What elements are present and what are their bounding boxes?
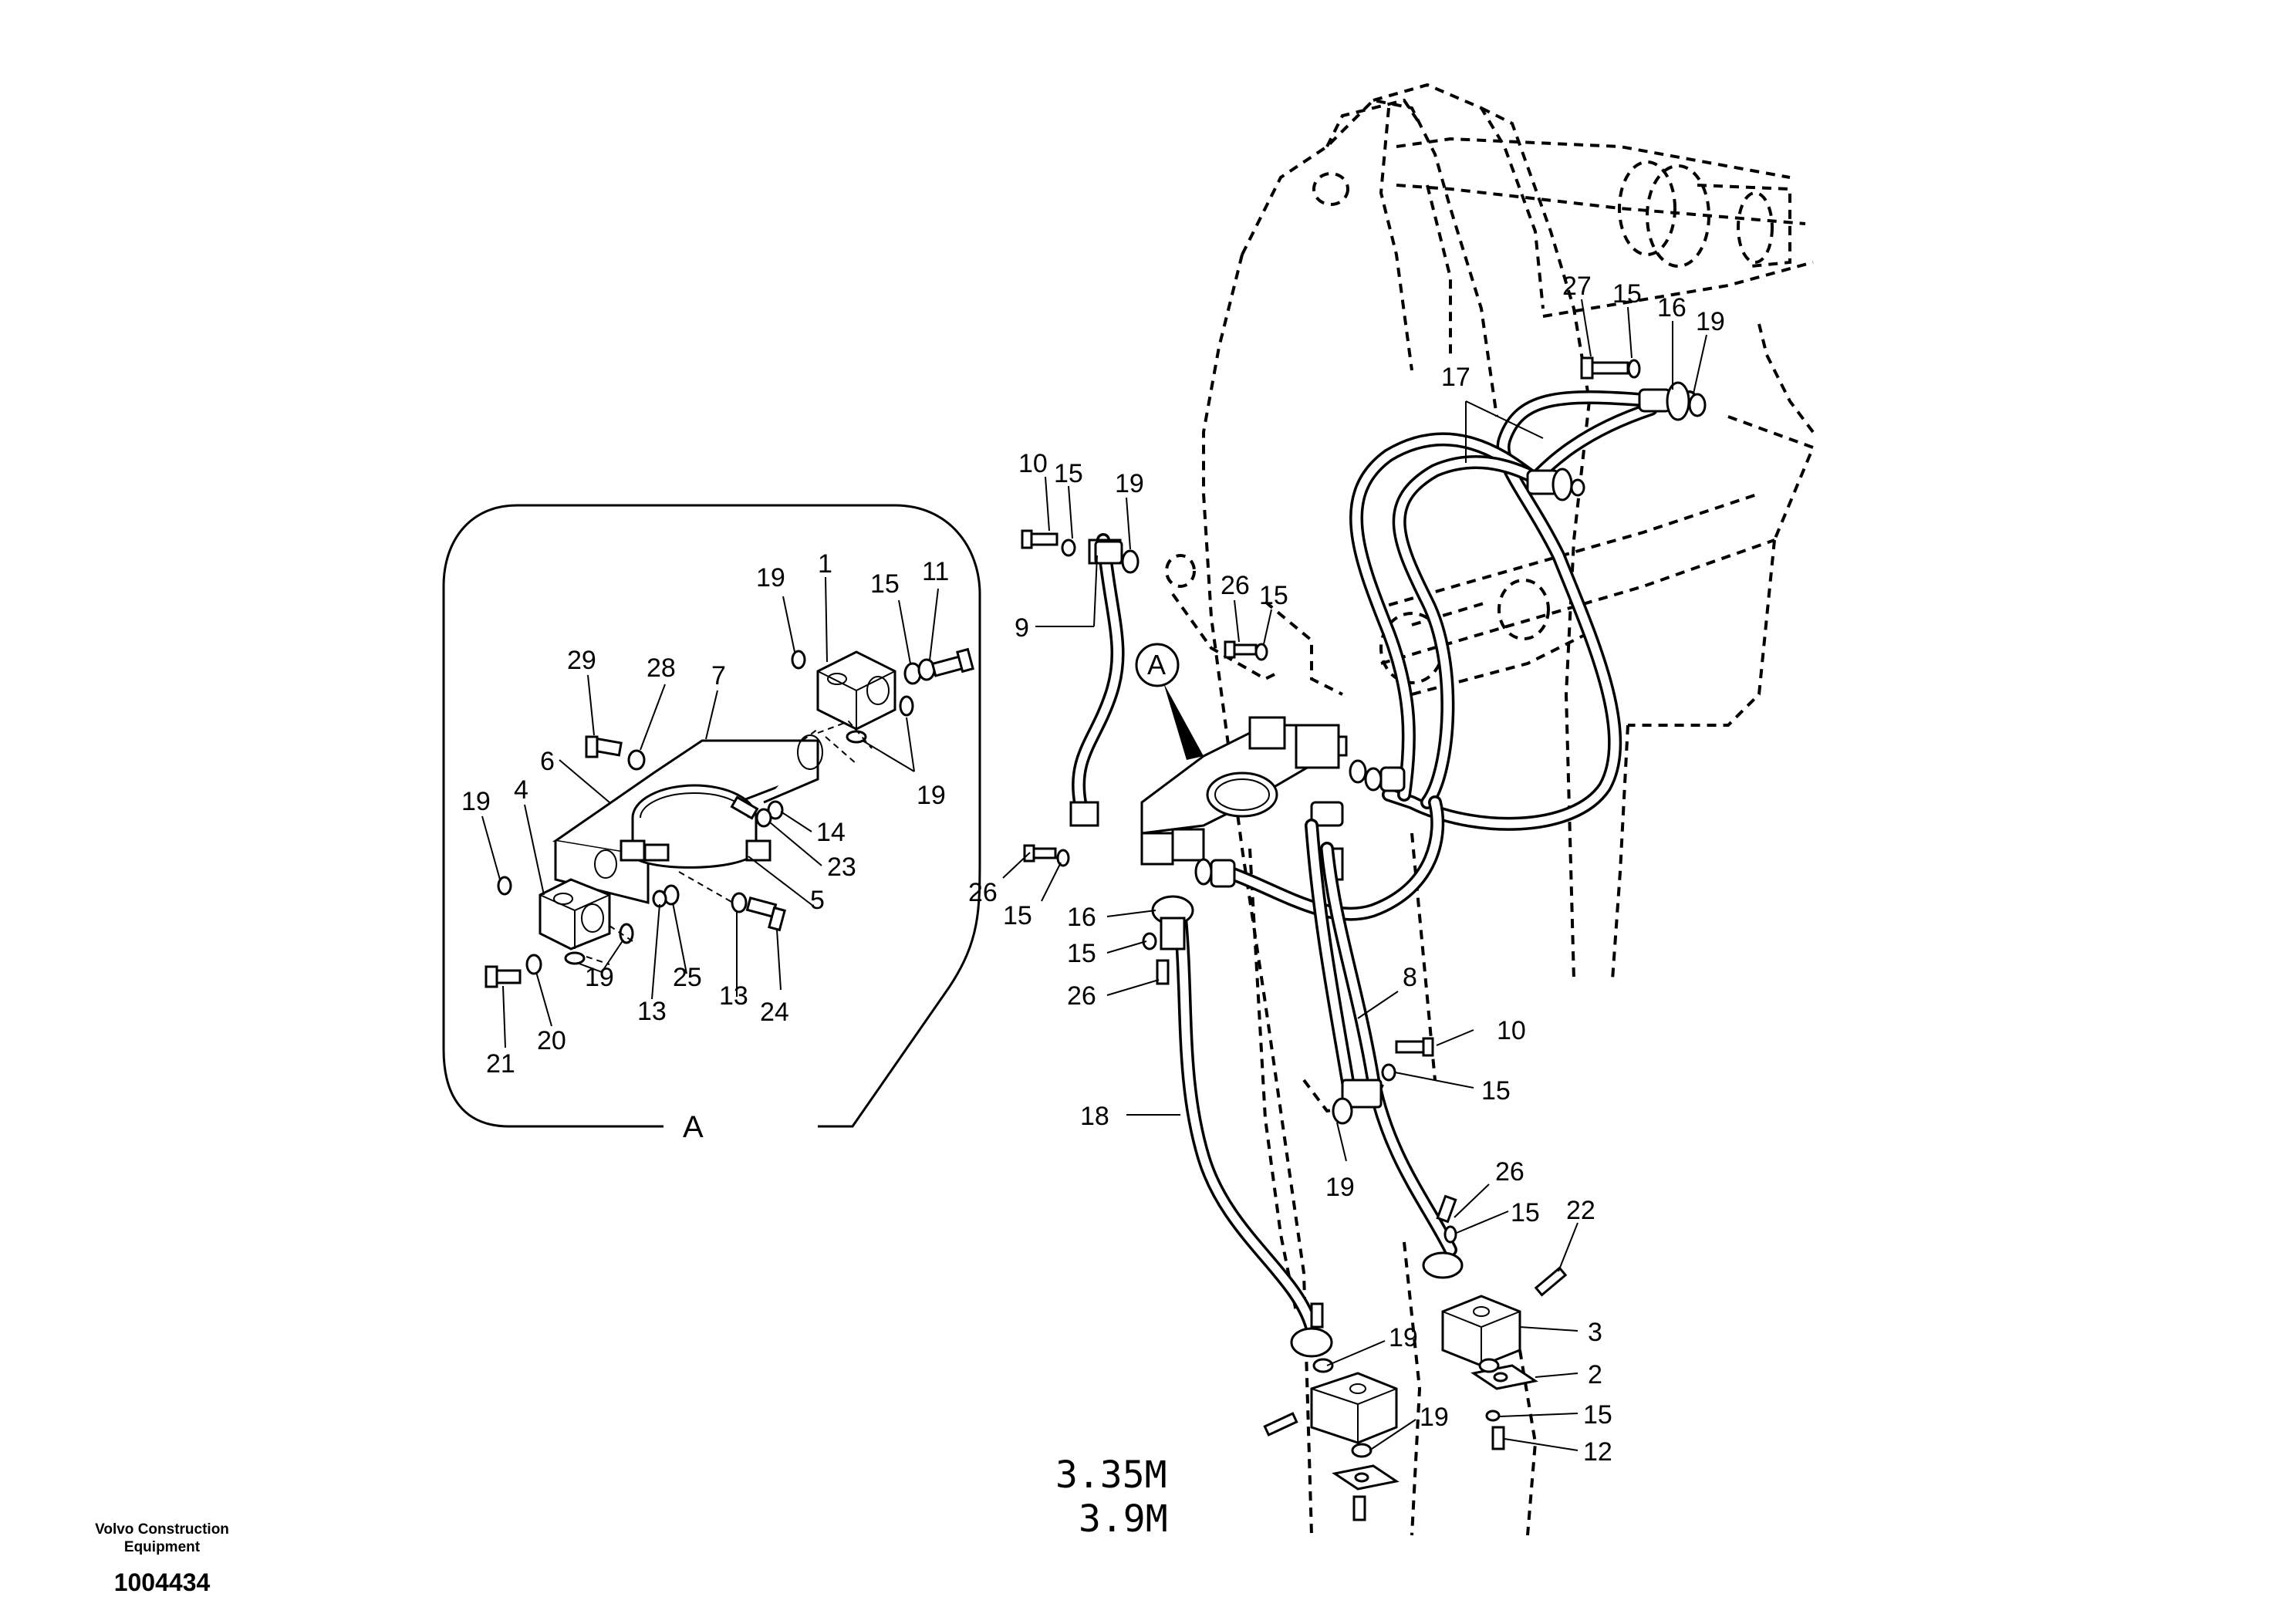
hose-9 <box>1072 533 1125 809</box>
callout-15-right: 15 <box>1612 279 1642 309</box>
callout-15-top: 15 <box>1054 459 1083 488</box>
detail-callout-28: 28 <box>647 653 676 683</box>
callout-8: 8 <box>1403 963 1417 992</box>
detail-callout-1: 1 <box>818 549 832 579</box>
callout-19-top: 19 <box>1115 469 1144 498</box>
callout-15-mid: 15 <box>1259 581 1288 610</box>
callout-22: 22 <box>1566 1196 1595 1225</box>
callout-2: 2 <box>1588 1360 1602 1389</box>
callout-12: 12 <box>1583 1437 1612 1467</box>
document-number: 1004434 <box>114 1568 211 1596</box>
detail-callout-23: 23 <box>827 853 856 882</box>
callout-16-left: 16 <box>1067 903 1096 932</box>
main-bracket <box>1140 716 1406 866</box>
detail-callout-24: 24 <box>760 998 789 1027</box>
detail-callout-25: 25 <box>673 963 702 992</box>
callout-10-top: 10 <box>1018 449 1048 478</box>
callout-15-low: 15 <box>1511 1198 1540 1227</box>
callout-labels: 10 15 19 9 26 15 27 15 16 19 17 26 15 16… <box>461 272 1725 1541</box>
detail-callout-19-b: 19 <box>461 787 491 816</box>
detail-callout-21: 21 <box>486 1049 515 1079</box>
detail-callout-15: 15 <box>870 569 900 599</box>
callout-15-bottom: 15 <box>1583 1400 1612 1430</box>
measurement-2: 3.9M <box>1079 1497 1168 1541</box>
detail-callout-7: 7 <box>711 661 726 690</box>
callout-15-right2: 15 <box>1481 1076 1511 1106</box>
callout-9: 9 <box>1015 613 1029 643</box>
callout-26-mid: 26 <box>1221 571 1250 600</box>
detail-callout-14: 14 <box>816 818 846 847</box>
footer: Volvo Construction Equipment 1004434 <box>95 1521 229 1596</box>
detail-callout-13-b: 13 <box>719 981 748 1011</box>
detail-callout-6: 6 <box>540 747 555 776</box>
hose-17 <box>1349 390 1697 831</box>
detail-marker-letter: A <box>1147 649 1166 680</box>
callout-19-low: 19 <box>1325 1173 1355 1202</box>
detail-title: A <box>683 1110 704 1144</box>
measurement-1: 3.35M <box>1055 1453 1167 1497</box>
detail-marker-arrow <box>1163 683 1204 760</box>
detail-marker-circle <box>1135 643 1180 687</box>
callout-26-left: 26 <box>968 878 998 907</box>
callout-19-bottom1: 19 <box>1389 1323 1418 1352</box>
detail-a-frame <box>442 504 981 1128</box>
detail-callout-19-d: 19 <box>585 963 614 992</box>
callout-19-right: 19 <box>1696 307 1725 336</box>
detail-callout-4: 4 <box>514 775 528 805</box>
callout-10-right: 10 <box>1497 1016 1526 1045</box>
callout-26-low: 26 <box>1495 1157 1524 1187</box>
leader-lines <box>481 299 1707 1451</box>
callout-27: 27 <box>1562 272 1592 301</box>
callout-17: 17 <box>1441 363 1470 392</box>
detail-callout-11: 11 <box>922 557 949 586</box>
callout-15-left2: 15 <box>1067 939 1096 968</box>
callout-16-right: 16 <box>1657 293 1687 322</box>
main-assembly <box>1021 356 1707 1521</box>
callout-19-bottom2: 19 <box>1420 1403 1449 1432</box>
detail-callout-20: 20 <box>537 1026 566 1055</box>
hose-18 <box>1173 911 1319 1334</box>
detail-callout-13-a: 13 <box>637 997 667 1026</box>
detail-callout-29: 29 <box>567 646 596 675</box>
brand-line-1: Volvo Construction <box>95 1521 229 1538</box>
detail-callout-19-c: 19 <box>917 781 946 810</box>
detail-callout-19-a: 19 <box>756 563 785 593</box>
callout-18: 18 <box>1080 1102 1109 1131</box>
detail-a-parts <box>485 647 974 988</box>
callout-26-left2: 26 <box>1067 981 1096 1011</box>
callout-3: 3 <box>1588 1318 1602 1347</box>
brand-line-2: Equipment <box>124 1539 201 1555</box>
detail-callout-5: 5 <box>810 886 825 915</box>
callout-15-left: 15 <box>1003 901 1032 930</box>
